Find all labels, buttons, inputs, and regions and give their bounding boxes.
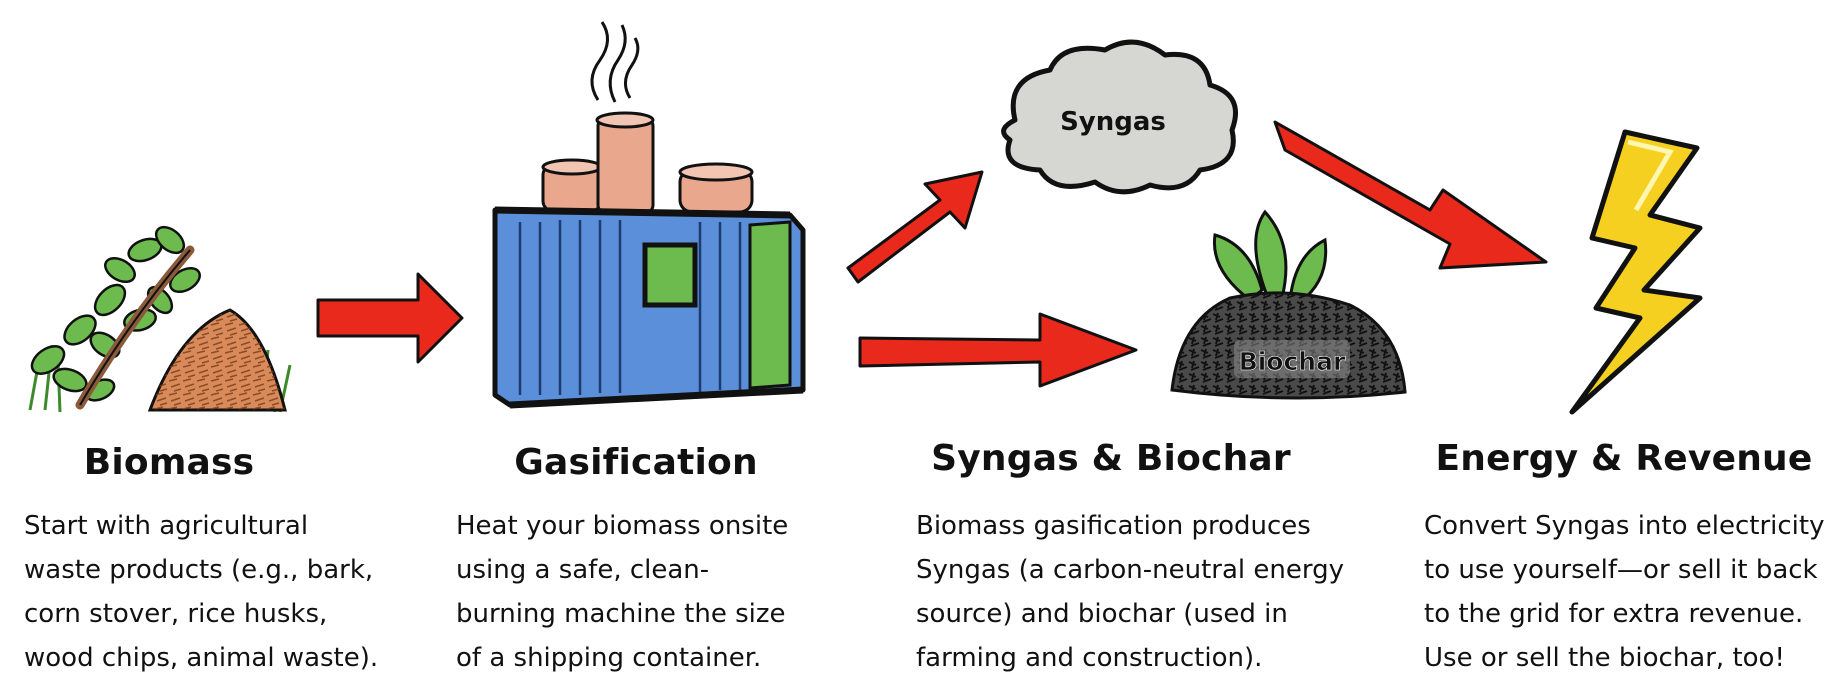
lightning-bolt-icon: [1569, 129, 1703, 415]
stage-text-line: to use yourself—or sell it back: [1424, 555, 1818, 585]
stage-text-line: wood chips, animal waste).: [24, 643, 379, 673]
stage-text-line: Use or sell the biochar, too!: [1424, 643, 1785, 673]
stage-title: Gasification: [514, 442, 758, 483]
gasifier-container-icon: [492, 21, 806, 409]
stage-text-line: farming and construction).: [916, 643, 1263, 673]
stage-text-line: waste products (e.g., bark,: [24, 555, 374, 585]
stage-text-line: corn stover, rice husks,: [24, 599, 328, 629]
stage-text-line: source) and biochar (used in: [916, 599, 1288, 629]
biochar-pile-icon: Biochar: [1170, 209, 1407, 400]
syngas-label: Syngas: [1060, 107, 1166, 137]
stage-text-line: burning machine the size: [456, 599, 786, 629]
stage-text-line: Start with agricultural: [24, 511, 309, 541]
stage-text-line: Biomass gasification produces: [916, 511, 1311, 541]
stage-text-line: Convert Syngas into electricity: [1424, 511, 1825, 541]
stage-text-line: of a shipping container.: [456, 643, 762, 673]
flow-arrow-icon: [1273, 120, 1548, 270]
biomass-pile-icon: [28, 225, 292, 413]
stage-text-line: using a safe, clean-: [456, 555, 710, 585]
flow-arrow-icon: [858, 312, 1138, 388]
syngas-cloud-icon: Syngas: [1001, 39, 1238, 195]
flow-arrow-icon: [846, 170, 984, 284]
stage-text-line: Heat your biomass onsite: [456, 511, 789, 541]
stage-title: Biomass: [83, 442, 255, 483]
stage-text-line: Syngas (a carbon-neutral energy: [916, 555, 1344, 585]
stage-title: Energy & Revenue: [1435, 438, 1813, 479]
flow-arrow-icon: [316, 272, 464, 364]
biochar-label: Biochar: [1239, 347, 1346, 376]
stage-title: Syngas & Biochar: [931, 438, 1291, 479]
stage-text-line: to the grid for extra revenue.: [1424, 599, 1804, 629]
